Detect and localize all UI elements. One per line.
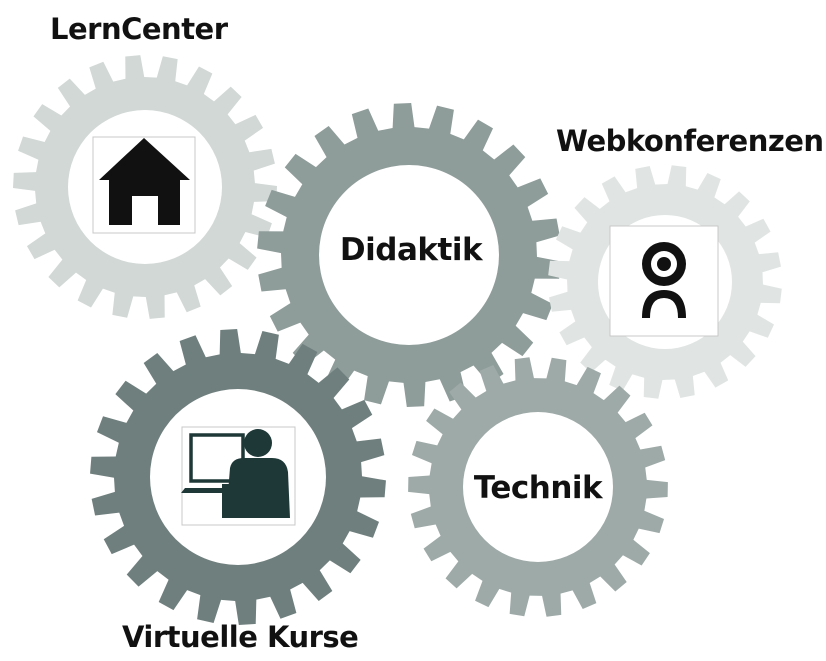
label-virtuelle-kurse: Virtuelle Kurse	[122, 620, 359, 654]
gear-didaktik-hub	[319, 165, 499, 345]
gear-technik	[408, 357, 668, 617]
gear-technik-hub	[463, 412, 613, 562]
label-technik: Technik	[473, 470, 603, 506]
label-lerncenter: LernCenter	[50, 12, 228, 46]
gear-didaktik	[257, 103, 561, 407]
home-icon	[92, 136, 196, 234]
person-laptop-icon	[181, 426, 296, 526]
label-webkonferenzen: Webkonferenzen	[556, 124, 824, 158]
webcam-icon	[609, 225, 719, 337]
label-didaktik: Didaktik	[339, 232, 483, 268]
